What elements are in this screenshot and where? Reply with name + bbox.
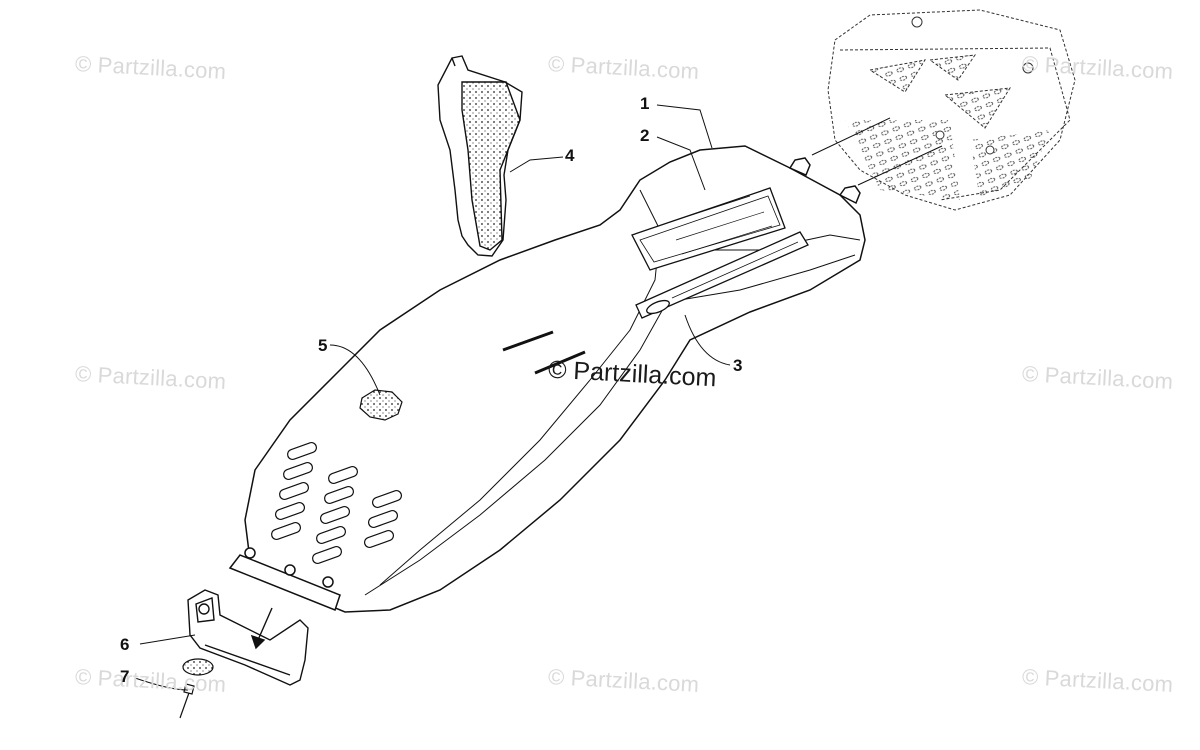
- part-7-rivet: [179, 658, 214, 719]
- part-6-front-bracket: [187, 589, 309, 686]
- callout-2: 2: [640, 126, 650, 145]
- part-4-footrest-insert: [437, 55, 523, 257]
- callout-3: 3: [733, 356, 743, 375]
- hinge-bar: [228, 547, 341, 611]
- callout-7: 7: [120, 667, 130, 686]
- part-2-warning-decal: [631, 187, 786, 271]
- part-1-belly-pan: [228, 145, 866, 613]
- callout-6: 6: [120, 635, 130, 654]
- install-direction-arrow: [250, 607, 273, 650]
- chassis-frame: [827, 9, 1076, 211]
- callout-4: 4: [565, 146, 575, 165]
- part-5-foam-pad: [359, 389, 403, 421]
- callout-5: 5: [318, 336, 328, 355]
- mounting-lines: [811, 117, 943, 186]
- part-3-logo-decal: [635, 231, 809, 319]
- callout-1: 1: [640, 94, 650, 113]
- leader-lines: [134, 104, 731, 691]
- vent-holes: [271, 441, 402, 565]
